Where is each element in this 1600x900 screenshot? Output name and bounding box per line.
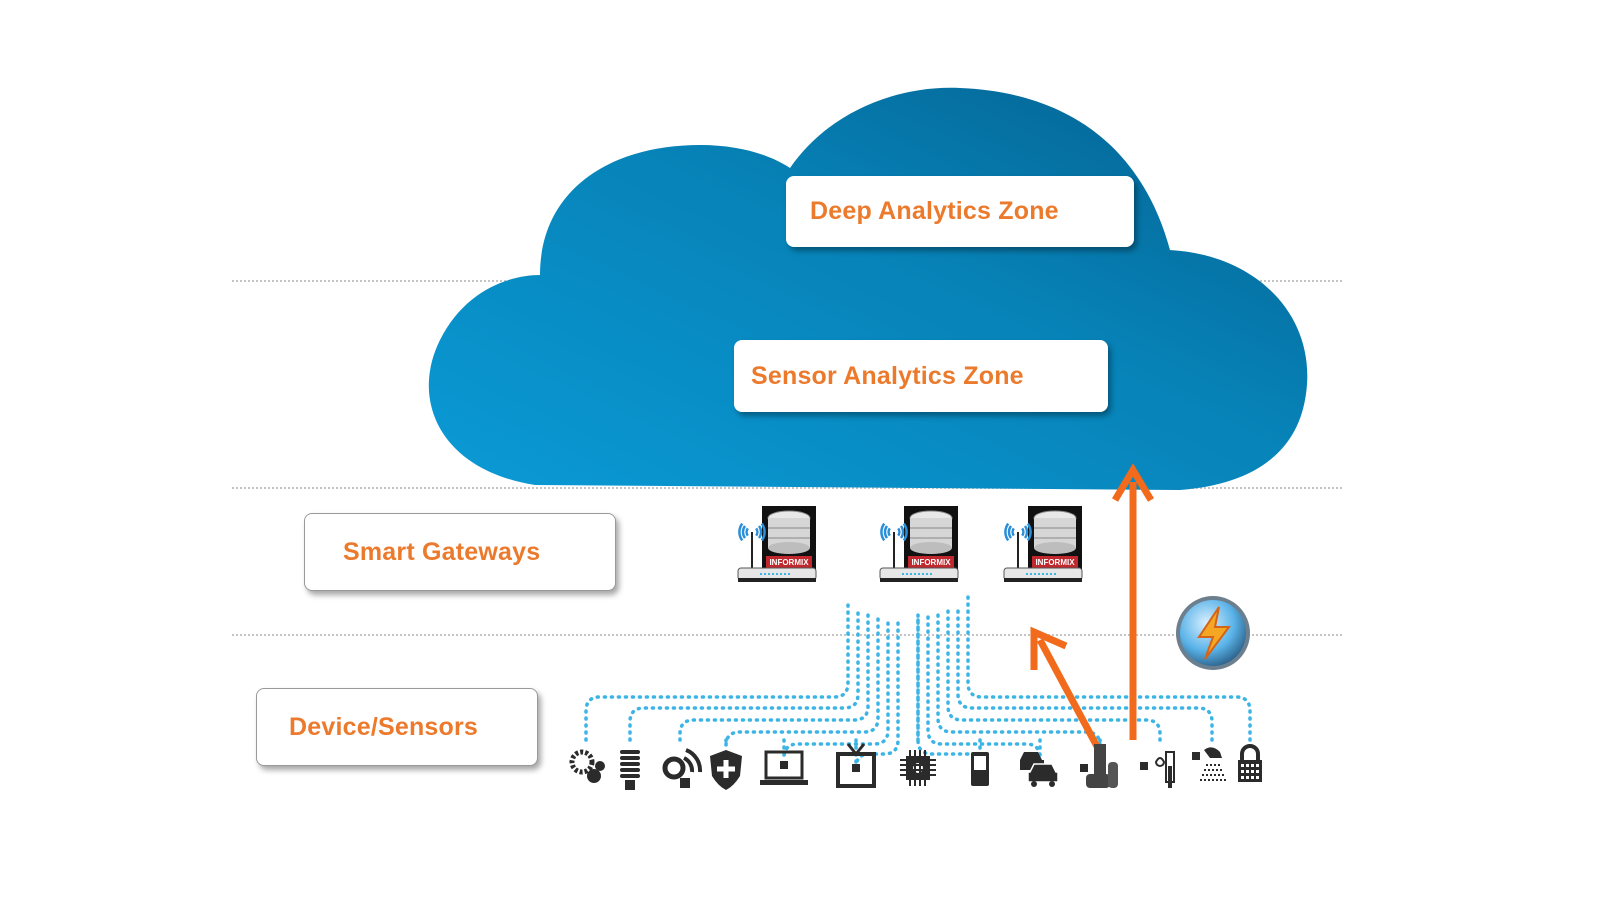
- sensor-analytics-zone-label: Sensor Analytics Zone: [751, 361, 1024, 390]
- connector-line: [628, 606, 860, 742]
- wifi-router-database-icon: INFORMIX: [737, 506, 817, 582]
- connector-line: [926, 610, 1042, 759]
- connector-line: [956, 604, 1214, 742]
- connector-line: [584, 598, 850, 742]
- mobile-phone-icon: [971, 752, 989, 786]
- industrial-pump-icon: [1080, 744, 1118, 788]
- light-bulb-icon: [620, 750, 640, 790]
- informix-badge: INFORMIX: [769, 558, 809, 567]
- smart-gateways-label: Smart Gateways: [343, 537, 541, 566]
- layer-separator-device: [232, 634, 1342, 636]
- laptop-icon: [760, 750, 808, 785]
- arrow-to-cloud-head: [1111, 463, 1155, 502]
- gears-icon: [569, 749, 605, 783]
- connector-line: [782, 618, 890, 759]
- wifi-router-database-icon: INFORMIX: [1003, 506, 1083, 582]
- smart-lock-icon: [1238, 744, 1262, 782]
- sensor-analytics-zone: Sensor Analytics Zone: [734, 340, 1108, 412]
- wireless-sensor-icon: [662, 748, 703, 788]
- data-flow-arrows: [1030, 463, 1155, 754]
- lightning-stream-icon: [1176, 596, 1250, 670]
- connector-line: [936, 608, 1102, 747]
- connector-line: [724, 616, 880, 747]
- device-sensors-layer: Device/Sensors: [256, 688, 538, 766]
- device-sensors-label: Device/Sensors: [289, 712, 479, 741]
- deep-analytics-zone-label: Deep Analytics Zone: [810, 197, 1059, 225]
- connector-line: [946, 606, 1162, 742]
- microchip-icon: [900, 750, 936, 786]
- connector-line: [678, 612, 870, 742]
- arrow-to-gateway: [1036, 638, 1104, 754]
- arrow-to-gateway-head: [1030, 626, 1068, 670]
- security-shield-icon: [710, 750, 742, 790]
- cars-icon: [1020, 752, 1059, 787]
- wifi-router-database-icon: INFORMIX: [879, 506, 959, 582]
- shower-icon: [1192, 747, 1226, 781]
- layer-separator-gateway: [232, 487, 1342, 489]
- device-connectors: [584, 594, 1252, 769]
- connector-line: [966, 594, 1252, 742]
- television-icon: [836, 743, 876, 788]
- informix-badge: INFORMIX: [911, 558, 951, 567]
- informix-badge: INFORMIX: [1035, 558, 1075, 567]
- gateways-group: INFORMIX INFORMIX INFORMIX: [737, 506, 1083, 582]
- smart-gateways-layer: Smart Gateways: [304, 513, 616, 591]
- deep-analytics-zone: Deep Analytics Zone: [786, 176, 1134, 247]
- thermometer-humidity-icon: [1140, 751, 1175, 788]
- connector-line: [854, 616, 900, 769]
- devices-group: [569, 743, 1262, 790]
